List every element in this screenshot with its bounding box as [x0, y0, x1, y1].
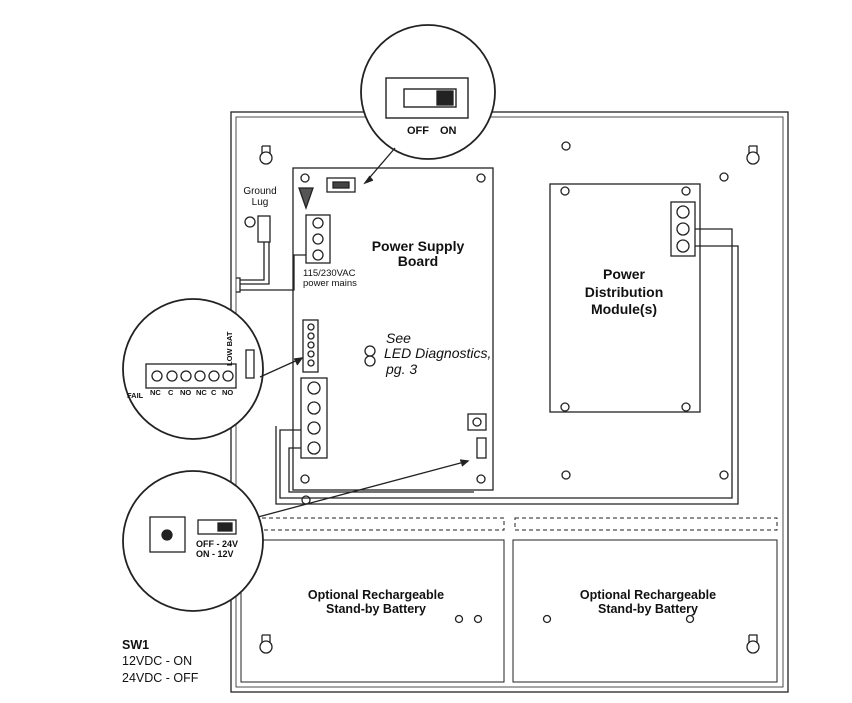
relay-terminal-zoom: [145, 363, 237, 389]
mount-hole: [476, 474, 486, 484]
sw1-pot: [467, 413, 487, 431]
keyhole-top-left: [259, 145, 273, 165]
switch-zoom-circle: [360, 24, 496, 160]
led-bat: [364, 355, 376, 367]
low-bat-label: LOW BAT: [225, 331, 234, 366]
ground-symbol-icon: [244, 216, 256, 228]
relay-c-label: C: [168, 388, 174, 397]
warning-triangle-icon: [298, 187, 314, 210]
led-ac: [364, 345, 376, 357]
ac-terminal-block: [305, 214, 331, 264]
ground-lug: [257, 215, 271, 243]
mount-hole: [300, 474, 310, 484]
mount-hole: [300, 173, 310, 183]
battery-right: [512, 539, 778, 683]
sw1-pot-zoom: [149, 516, 186, 553]
keyhole-top-right: [746, 145, 760, 165]
power-supply-board-label: Power Supply Board: [371, 238, 465, 270]
sw1-zoom-label: OFF - 24V ON - 12V: [196, 539, 239, 559]
power-supply-board: [292, 167, 494, 491]
switch-knob: [436, 90, 454, 106]
battery-left: [240, 539, 505, 683]
power-distribution-module: [549, 183, 701, 413]
sw1-switch: [476, 437, 487, 459]
relay-nc2-label: NC: [196, 388, 207, 397]
sw1-zoom-circle: [122, 470, 264, 612]
switch-slot: [403, 88, 457, 108]
switch-off-label: OFF: [407, 125, 429, 137]
power-mains-label: 115/230VAC power mains: [303, 268, 357, 290]
led-diagnostics-label: See LED Diagnostics, pg. 3: [384, 330, 492, 377]
pdm-label: Power Distribution Module(s): [584, 266, 664, 317]
battery-right-label: Optional Rechargeable Stand-by Battery: [579, 588, 717, 616]
relay-no2-label: NO: [222, 388, 234, 397]
sw1-legend: SW1 12VDC - ON 24VDC - OFF: [122, 638, 199, 685]
switch-on-label: ON: [440, 125, 457, 137]
mount-hole: [476, 173, 486, 183]
keyhole-bottom-right: [746, 634, 760, 654]
keyhole-bottom-left: [259, 634, 273, 654]
relay-zoom-circle: [122, 298, 264, 440]
ground-lug-label: Ground Lug: [243, 186, 277, 208]
board-switch: [326, 177, 356, 193]
pdm-terminal-block: [670, 201, 696, 257]
relay-c2-label: C: [211, 388, 217, 397]
battery-right-top: [514, 517, 778, 531]
relay-nc-label: NC: [150, 388, 161, 397]
battery-left-top: [240, 517, 505, 531]
relay-terminal-block: [302, 319, 319, 373]
dc-terminal-block: [300, 377, 328, 459]
relay-fail-label: FAIL: [127, 391, 144, 400]
battery-left-label: Optional Rechargeable Stand-by Battery: [307, 588, 445, 616]
sw1-switch-zoom: [197, 519, 237, 535]
relay-no-label: NO: [180, 388, 192, 397]
